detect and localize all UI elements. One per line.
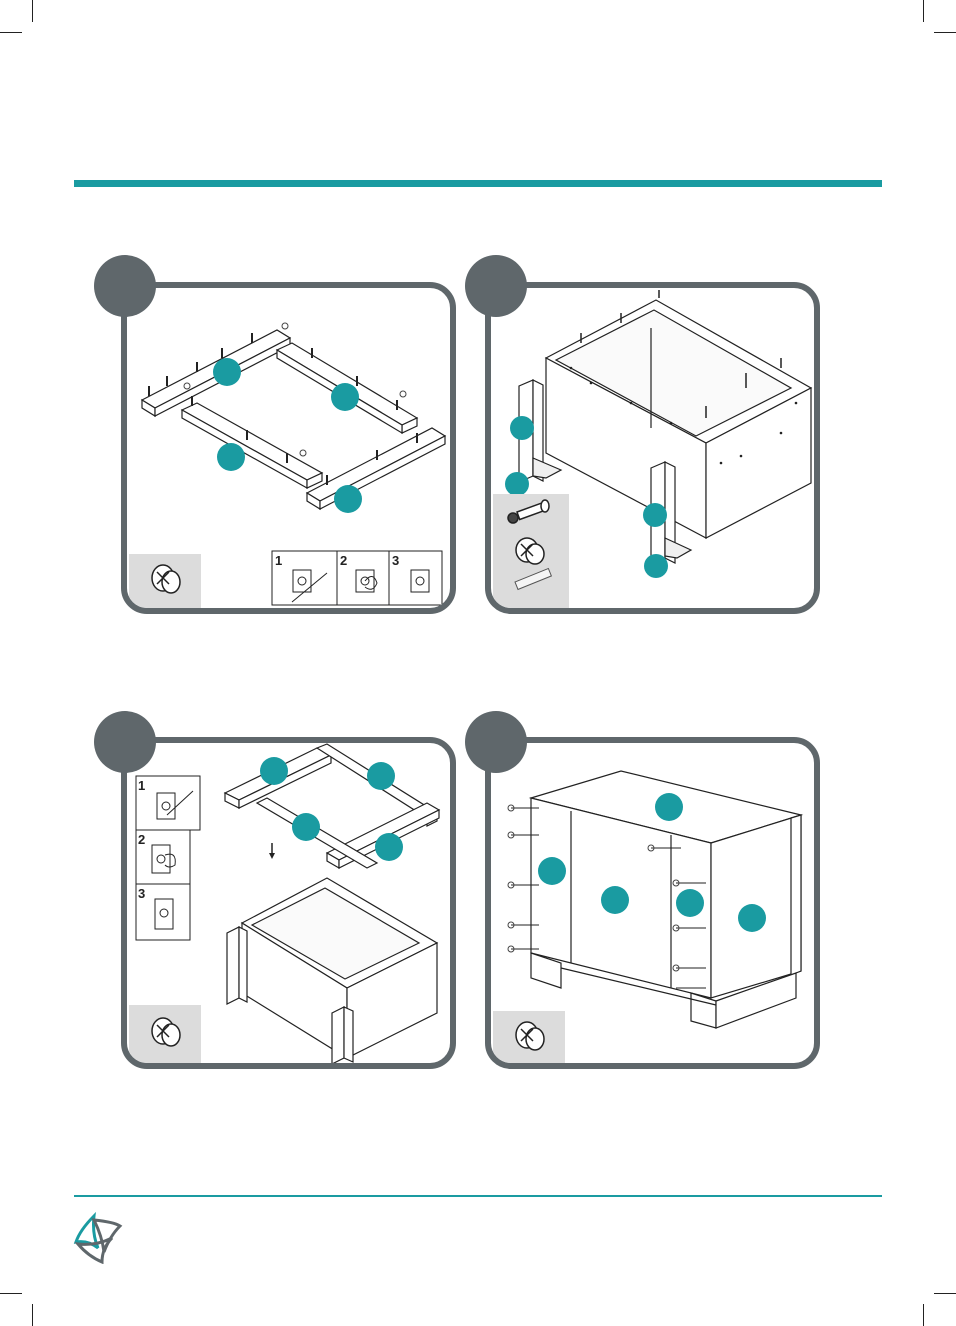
crop-mark xyxy=(934,1293,956,1294)
crop-mark xyxy=(32,0,33,22)
crop-mark xyxy=(934,32,956,33)
detail-label-2: 2 xyxy=(340,553,347,568)
detail-insets xyxy=(272,551,442,605)
cam-lock-fitting-icon xyxy=(516,538,544,564)
brand-logo-icon xyxy=(72,1212,124,1269)
step-4-panel xyxy=(485,737,820,1069)
cam-lock-fitting-icon xyxy=(493,1011,565,1067)
detail-label-1: 1 xyxy=(138,778,145,793)
cam-lock-fitting-icon xyxy=(129,554,201,612)
step-2-panel xyxy=(485,282,820,614)
step-3-badge xyxy=(94,711,156,773)
wooden-dowel-icon xyxy=(515,569,551,590)
hardware-box xyxy=(129,1005,201,1067)
cam-dowel-icon xyxy=(508,500,549,523)
detail-label-2: 2 xyxy=(138,832,145,847)
crop-mark xyxy=(0,1293,22,1294)
detail-label-1: 1 xyxy=(275,553,282,568)
hardware-box xyxy=(493,1011,565,1067)
crop-mark xyxy=(0,32,22,33)
header-rule xyxy=(74,180,882,187)
cam-lock-fitting-icon xyxy=(129,1005,201,1067)
step-1-panel: 1 2 3 xyxy=(121,282,456,614)
detail-label-3: 3 xyxy=(392,553,399,568)
detail-insets xyxy=(136,776,200,940)
crop-mark xyxy=(923,1304,924,1326)
crop-mark xyxy=(923,0,924,22)
hardware-box xyxy=(493,494,569,612)
step-1-badge xyxy=(94,255,156,317)
footer-rule xyxy=(74,1195,882,1197)
step-3-panel: 1 2 3 xyxy=(121,737,456,1069)
crop-mark xyxy=(32,1304,33,1326)
step-4-badge xyxy=(465,711,527,773)
hardware-box xyxy=(129,554,201,612)
detail-label-3: 3 xyxy=(138,886,145,901)
step-2-badge xyxy=(465,255,527,317)
